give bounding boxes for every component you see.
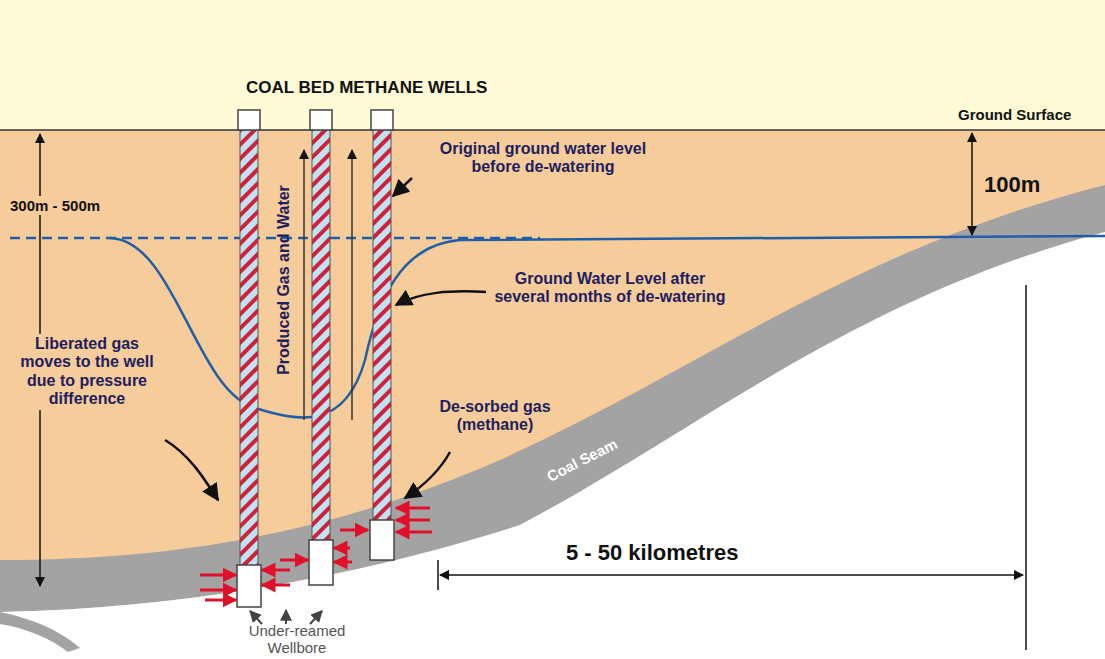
- bedrock: [0, 232, 1105, 659]
- gas-arrow: [334, 561, 352, 564]
- well: [312, 130, 330, 555]
- seam-split: [0, 612, 80, 652]
- under-ream: [309, 540, 333, 585]
- sky: [0, 0, 1105, 130]
- gas-arrow: [396, 519, 430, 522]
- surface-label: Ground Surface: [958, 106, 1071, 123]
- callout-label: De-sorbed gas (methane): [420, 398, 570, 435]
- leader-line: [396, 291, 486, 305]
- flow-label: Produced Gas and Water: [275, 185, 293, 375]
- gas-arrow: [200, 574, 236, 577]
- gas-arrow: [396, 531, 432, 534]
- callout-label: Liberated gas moves to the well due to p…: [10, 334, 164, 410]
- wellhead: [371, 110, 393, 130]
- gas-arrow: [205, 599, 236, 602]
- gas-arrow: [340, 529, 368, 532]
- diagram-title: COAL BED METHANE WELLS: [246, 78, 487, 98]
- dimension-tick: [1025, 285, 1027, 650]
- gas-arrow: [334, 547, 350, 550]
- wellhead: [310, 110, 332, 130]
- gas-arrow: [280, 559, 308, 562]
- dimension-label: 5 - 50 kilometres: [566, 540, 738, 565]
- gas-arrow: [200, 589, 236, 592]
- wells: [237, 110, 394, 607]
- dimension-label: 100m: [984, 172, 1040, 197]
- callout-label: Under-reamed Wellbore: [232, 622, 362, 657]
- well: [373, 130, 391, 530]
- leader-line: [405, 452, 450, 498]
- dimension-label: 300m - 500m: [8, 196, 102, 215]
- dimension-tick: [437, 560, 439, 590]
- wellhead: [238, 110, 260, 130]
- gas-arrows: [200, 508, 432, 600]
- well: [240, 130, 258, 580]
- gas-arrow: [262, 584, 290, 587]
- gas-arrow: [396, 507, 430, 510]
- leader-line: [165, 440, 218, 500]
- leader-line: [393, 178, 412, 196]
- depth-dimension: [971, 133, 973, 235]
- flow-arrow: [303, 150, 305, 420]
- soil: [0, 130, 1105, 659]
- ground-line: [0, 129, 1105, 131]
- gas-arrow: [262, 569, 290, 572]
- water-level-label: Original ground water level before de-wa…: [418, 140, 668, 177]
- under-ream: [370, 520, 394, 560]
- flow-arrow: [351, 150, 353, 420]
- drawdown-water-level: [110, 236, 1105, 417]
- distance-dimension: [440, 574, 1023, 576]
- under-ream: [237, 565, 261, 607]
- water-level-label: Ground Water Level after several months …: [490, 270, 730, 307]
